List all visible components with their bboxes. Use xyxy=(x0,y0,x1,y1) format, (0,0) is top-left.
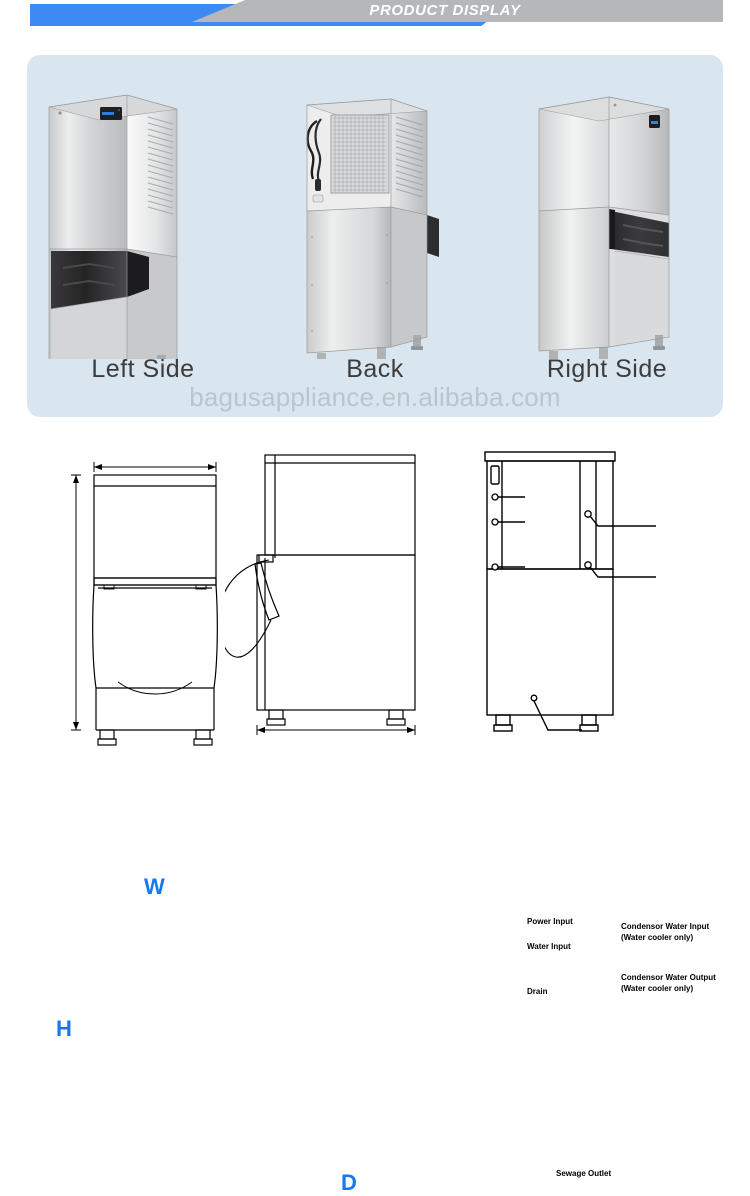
product-photo-panel: Left Side Back Right Side xyxy=(27,55,723,417)
label-condensor-water-input-note: (Water cooler only) xyxy=(621,933,694,942)
banner-gray-shape xyxy=(192,0,723,22)
label-condensor-water-output: Condensor Water Output xyxy=(621,973,716,982)
caption-right-side: Right Side xyxy=(546,355,668,383)
dimension-label-height: H xyxy=(56,1016,72,1041)
label-drain: Drain xyxy=(527,987,548,996)
dimension-label-depth: D xyxy=(341,1170,357,1195)
dimension-label-width: W xyxy=(144,874,165,899)
ice-machine-right-photo xyxy=(538,96,670,367)
label-condensor-water-output-note: (Water cooler only) xyxy=(621,984,694,993)
page-title: PRODUCT DISPLAY xyxy=(369,2,521,19)
product-view-back[interactable] xyxy=(259,69,491,369)
side-view-drawing xyxy=(225,454,416,735)
label-condensor-water-input: Condensor Water Input xyxy=(621,922,710,931)
label-water-input: Water Input xyxy=(527,942,571,951)
rear-connection-drawing xyxy=(484,451,656,732)
caption-left-side: Left Side xyxy=(91,355,195,383)
ice-machine-left-photo xyxy=(48,94,178,382)
product-view-left[interactable] xyxy=(27,69,259,382)
watermark-text: bagusappliance.en.alibaba.com xyxy=(189,382,561,412)
caption-back: Back xyxy=(346,355,404,383)
label-sewage-outlet: Sewage Outlet xyxy=(556,1169,612,1178)
front-view-drawing xyxy=(71,462,218,746)
product-view-right[interactable] xyxy=(491,69,723,367)
ice-machine-back-photo xyxy=(306,98,439,369)
technical-drawings: W H xyxy=(0,430,750,1195)
page-header-banner: PRODUCT DISPLAY xyxy=(0,0,750,40)
label-power-input: Power Input xyxy=(527,917,573,926)
